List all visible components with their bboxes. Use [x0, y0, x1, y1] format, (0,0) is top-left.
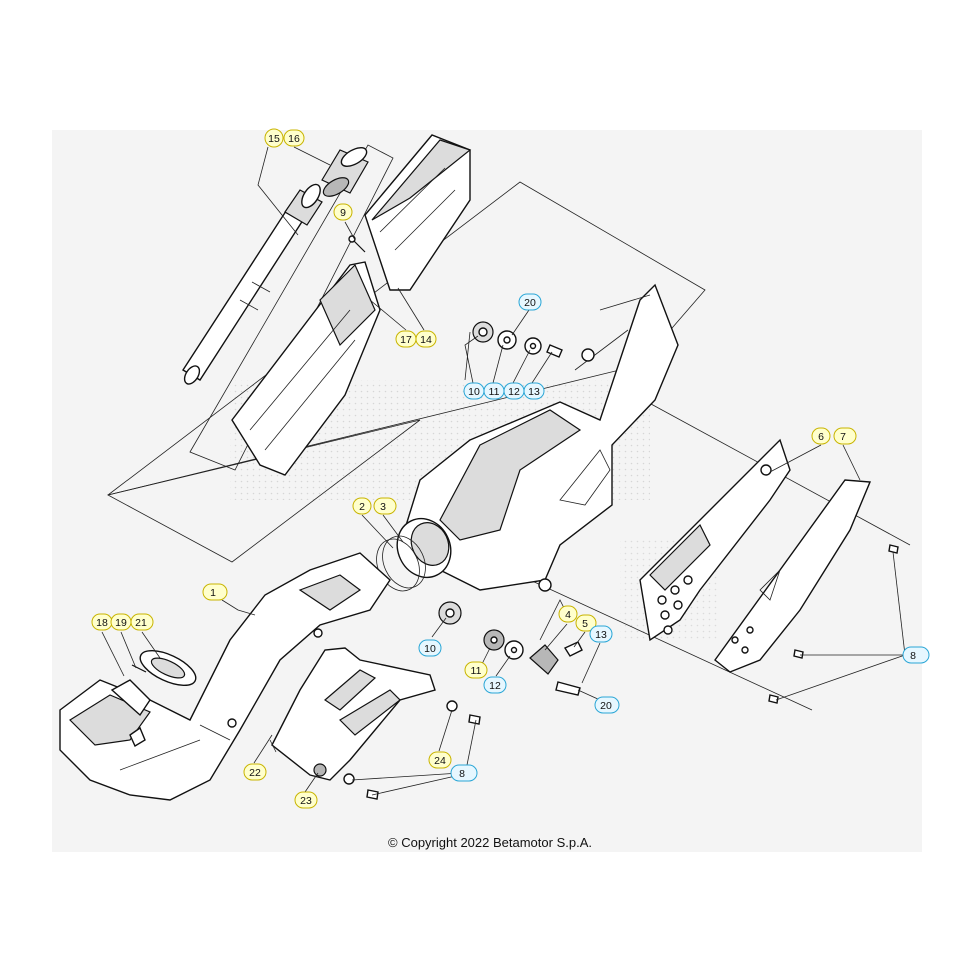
mount-hardware-upper — [464, 321, 563, 381]
callout-14: 14 — [415, 330, 437, 348]
callout-10-lower: 10 — [418, 639, 442, 657]
callout-10-upper: 10 — [463, 382, 485, 400]
svg-text:13: 13 — [595, 629, 607, 641]
svg-text:12: 12 — [489, 680, 501, 692]
svg-text:16: 16 — [288, 133, 300, 145]
svg-text:4: 4 — [565, 609, 571, 621]
callout-6: 6 — [811, 427, 831, 445]
mount-bracket — [529, 599, 583, 696]
callout-9: 9 — [333, 203, 353, 221]
callout-3: 3 — [373, 497, 397, 515]
svg-text:15: 15 — [268, 133, 280, 145]
svg-text:22: 22 — [249, 767, 261, 779]
callout-23: 23 — [294, 791, 318, 809]
callout-8-lower: 8 — [450, 764, 478, 782]
svg-text:18: 18 — [96, 617, 108, 629]
silencer-cover-lower — [231, 261, 381, 476]
svg-text:8: 8 — [910, 650, 916, 662]
svg-text:14: 14 — [420, 334, 432, 346]
callout-22: 22 — [243, 763, 267, 781]
callout-1: 1 — [202, 583, 228, 601]
callout-16: 16 — [283, 129, 305, 147]
callout-4: 4 — [558, 605, 578, 623]
callout-15: 15 — [264, 128, 284, 148]
svg-text:12: 12 — [508, 386, 520, 398]
callout-7: 7 — [833, 427, 857, 445]
svg-text:6: 6 — [818, 431, 824, 443]
header-flange — [110, 649, 197, 748]
copyright-text: © Copyright 2022 Betamotor S.p.A. — [388, 835, 592, 850]
mount-hardware-lower — [438, 601, 524, 660]
callouts: 15 16 9 17 14 20 10 11 12 13 6 7 2 3 1 1… — [91, 128, 930, 809]
callout-20-lower: 20 — [594, 696, 620, 714]
callout-18: 18 — [91, 613, 113, 631]
callout-17: 17 — [395, 330, 417, 348]
svg-text:10: 10 — [468, 386, 480, 398]
pipe-guard — [269, 647, 436, 781]
callout-24: 24 — [428, 751, 452, 769]
svg-text:23: 23 — [300, 795, 312, 807]
callout-12-lower: 12 — [483, 676, 507, 694]
svg-text:1: 1 — [210, 587, 216, 599]
svg-text:7: 7 — [840, 431, 846, 443]
callout-13-lower: 13 — [589, 625, 613, 643]
svg-text:11: 11 — [489, 386, 500, 398]
plate-holes — [657, 464, 772, 635]
callout-11-upper: 11 — [483, 382, 505, 400]
svg-text:24: 24 — [434, 755, 446, 767]
svg-text:20: 20 — [524, 297, 536, 309]
svg-text:8: 8 — [459, 768, 465, 780]
callout-21: 21 — [130, 613, 154, 631]
callout-5: 5 — [575, 614, 597, 632]
silencer-cover-upper — [364, 134, 472, 291]
silencer-body — [396, 283, 679, 592]
callout-2: 2 — [352, 497, 372, 515]
callout-11-lower: 11 — [464, 661, 488, 679]
screw-9 — [348, 235, 366, 253]
callout-20-upper: 20 — [518, 293, 542, 311]
svg-text:11: 11 — [471, 665, 482, 677]
callout-8-right: 8 — [902, 646, 930, 664]
svg-text:9: 9 — [340, 207, 346, 219]
svg-text:20: 20 — [600, 700, 612, 712]
svg-text:5: 5 — [582, 618, 588, 630]
callout-12-upper: 12 — [503, 382, 525, 400]
heat-shield-cover — [714, 479, 872, 673]
leader-lines — [101, 146, 906, 796]
svg-text:3: 3 — [380, 501, 386, 513]
callout-19: 19 — [110, 613, 132, 631]
svg-text:2: 2 — [359, 501, 365, 513]
end-sleeve — [321, 147, 369, 197]
svg-text:19: 19 — [115, 617, 127, 629]
heat-shield-plate — [639, 438, 791, 642]
svg-text:13: 13 — [528, 386, 540, 398]
tail-pipe — [182, 183, 323, 385]
callout-13-upper: 13 — [523, 382, 545, 400]
svg-text:21: 21 — [135, 617, 147, 629]
svg-text:10: 10 — [424, 643, 436, 655]
svg-text:17: 17 — [400, 334, 412, 346]
